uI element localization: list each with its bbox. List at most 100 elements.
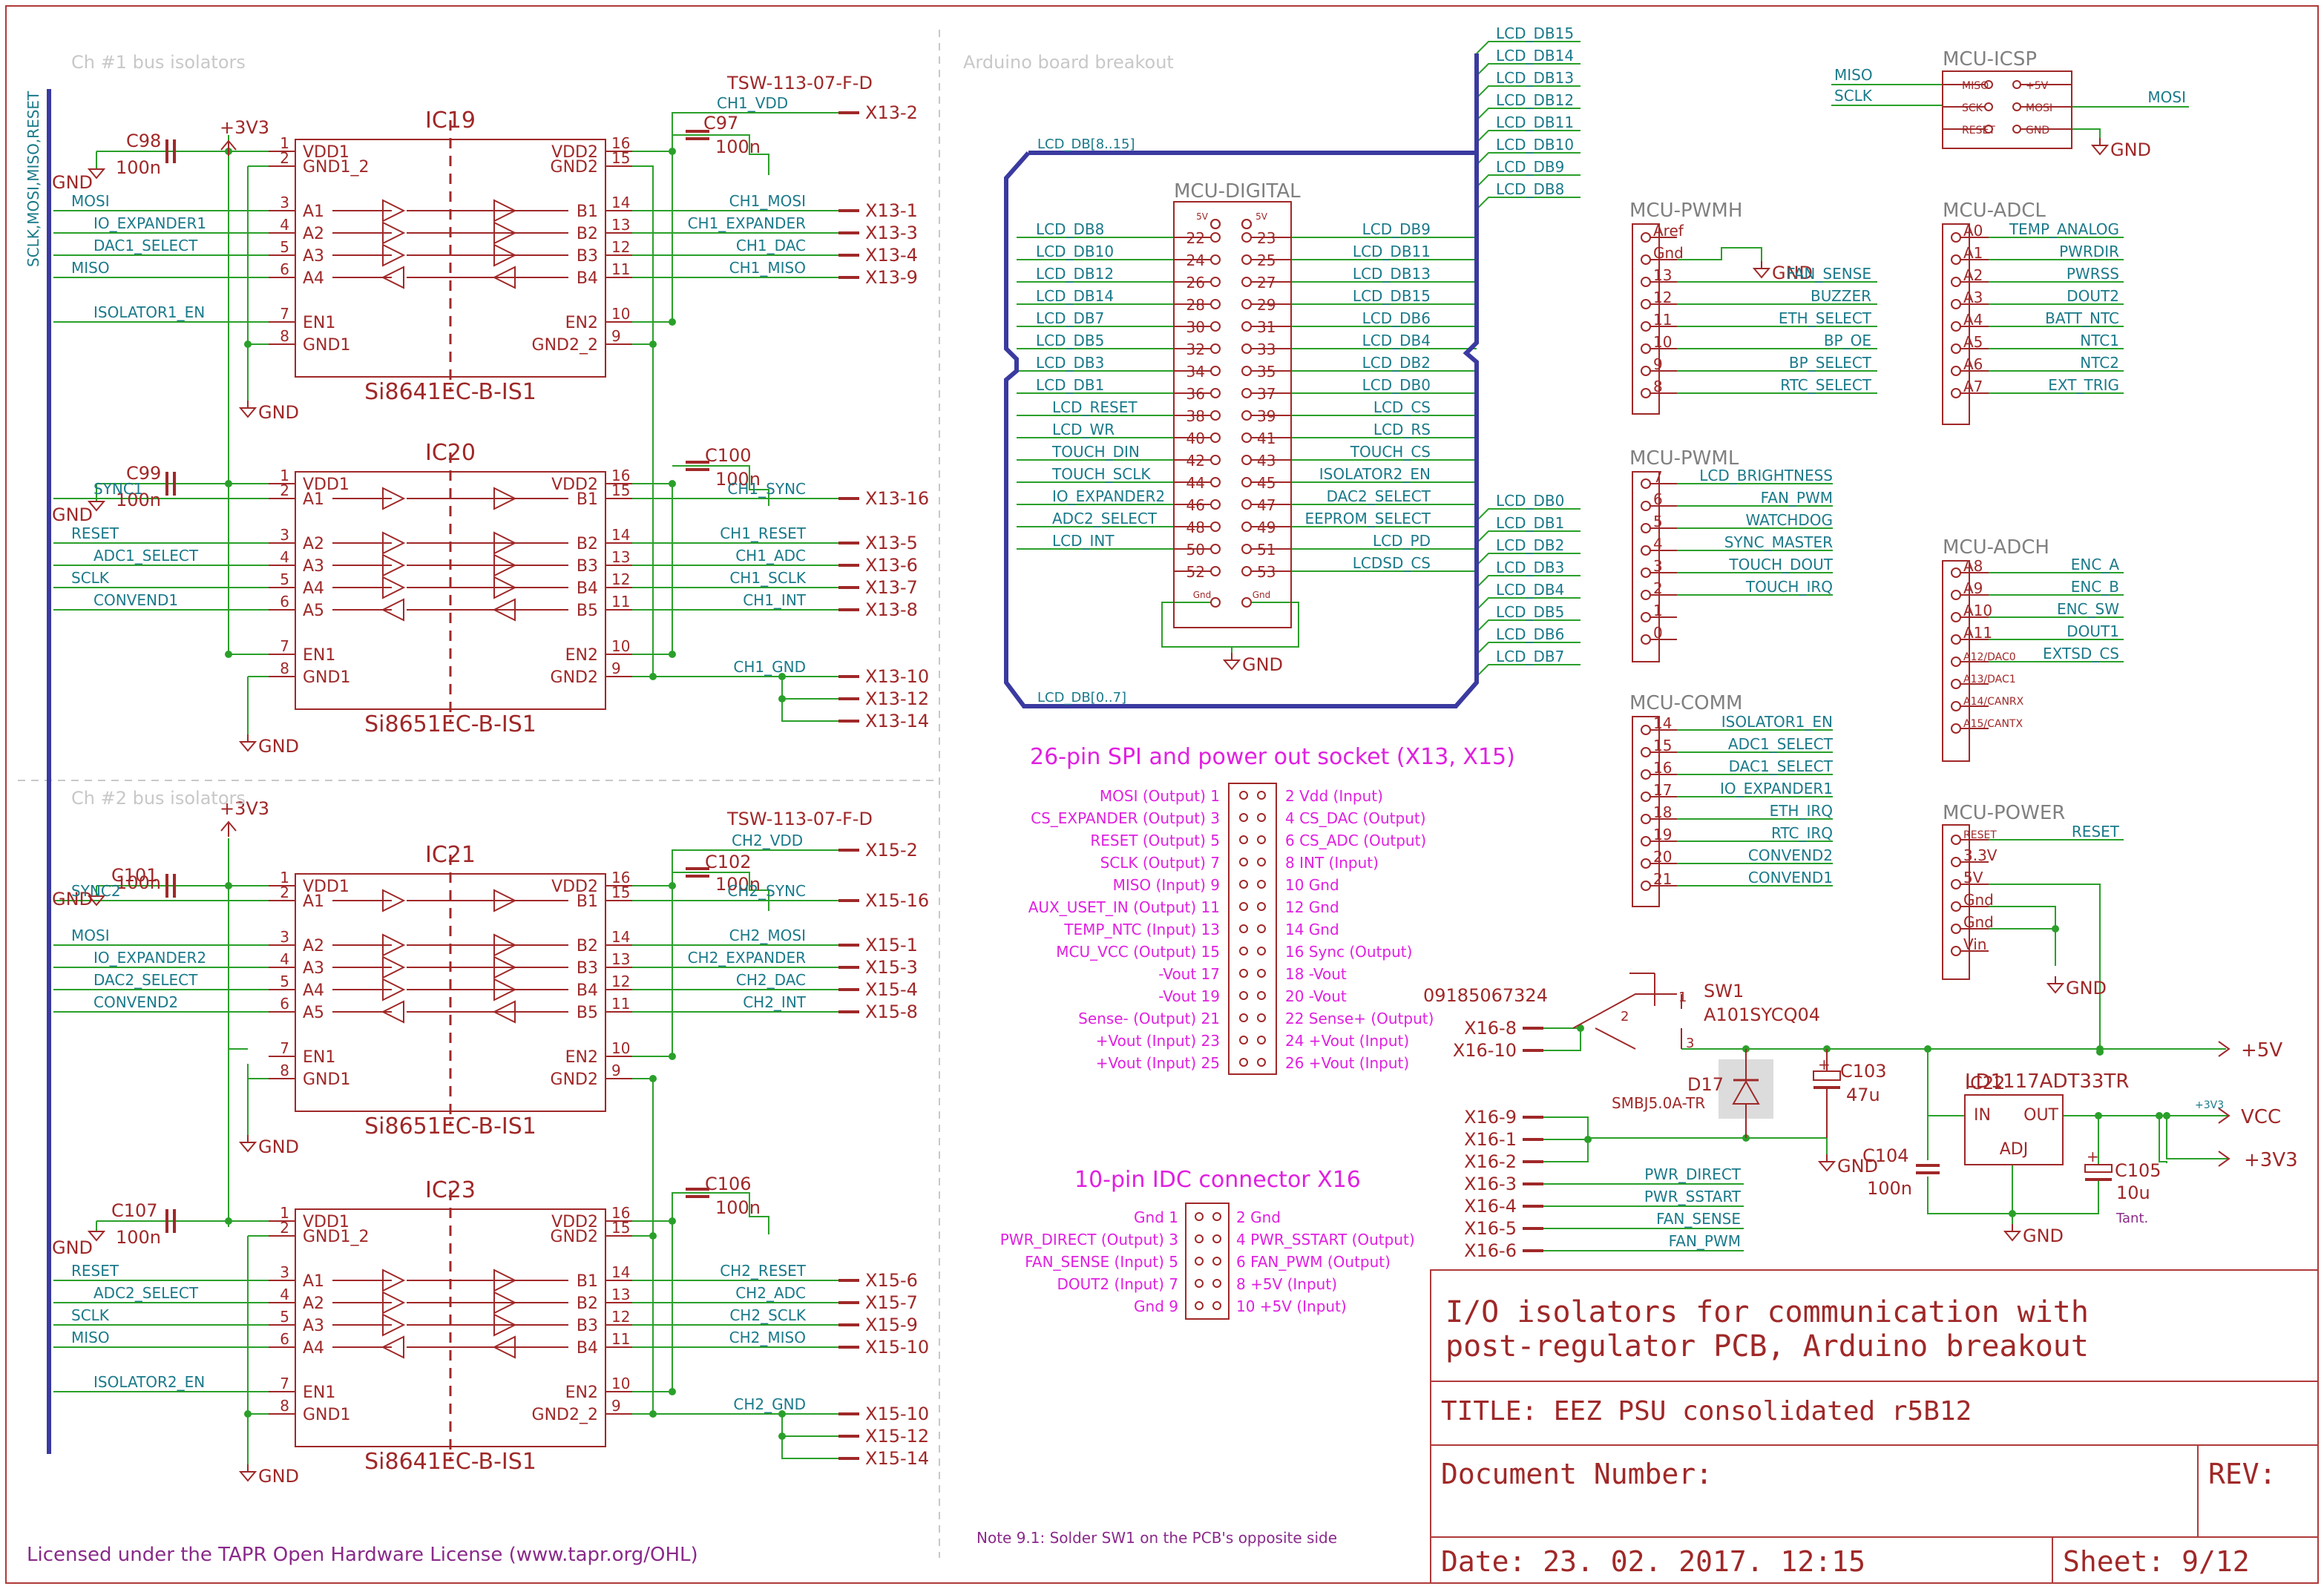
c105-ref: C105 [2115, 1160, 2161, 1181]
buffer-a-icon [382, 221, 406, 245]
connector-label: X15-2 [865, 840, 918, 861]
sw1-pin: 3 [1686, 1036, 1694, 1051]
net-label: SCLK [71, 1306, 110, 1324]
pin-number: 44 [1186, 474, 1205, 492]
pin-circle [1210, 432, 1221, 443]
pin-name: A15/CANTX [1963, 718, 2023, 730]
pin-number: 5 [280, 973, 289, 990]
pin-number: 6 [280, 593, 289, 611]
net-label: CH1_DAC [736, 237, 806, 254]
net-label: CONVEND2 [93, 993, 178, 1011]
pin-name: 21 [1653, 870, 1672, 888]
sw1-ref: SW1 [1704, 981, 1744, 1001]
pin-name: B4 [577, 1339, 598, 1358]
net-label: LCD_DB10 [1036, 243, 1114, 260]
net-label: TOUCH_DIN [1051, 443, 1140, 461]
pin-circle [1210, 566, 1221, 576]
c105-value: 10u [2116, 1182, 2150, 1203]
c105-plate [2084, 1164, 2113, 1173]
net-label: DAC1_SELECT [93, 237, 198, 254]
wire [672, 872, 769, 911]
pin-circle [1257, 924, 1266, 933]
socket26-body [1228, 783, 1277, 1075]
buffer-b-icon [492, 598, 516, 622]
pin-name: GND1_2 [303, 158, 369, 177]
pin-name: SCK [1962, 102, 1983, 114]
net-label: LCD_DB4 [1362, 332, 1431, 349]
wire [1476, 152, 1580, 165]
pin-number: 10 [611, 1039, 630, 1057]
gnd-label: GND [1772, 263, 1813, 283]
pin-circle [1210, 544, 1221, 554]
net-label: LCD_DB12 [1496, 91, 1574, 109]
idc10-right-label: 4 PWR_SSTART (Output) [1236, 1231, 1415, 1248]
ic22-part: LD1117ADT33TR [1965, 1070, 2129, 1093]
pin-circle [1210, 522, 1221, 532]
gnd-label: GND [258, 402, 299, 423]
socket26-right-label: 8 INT (Input) [1285, 854, 1379, 872]
pin-circle [1195, 1279, 1204, 1288]
ic22-pin-in: IN [1974, 1106, 1991, 1125]
pin-name: A3 [303, 1317, 324, 1335]
connector-part: TSW-113-07-F-D [726, 809, 873, 829]
pin-name: A9 [1963, 579, 1983, 597]
pin-name: B4 [577, 981, 598, 1000]
net-label: PWRDIR [2059, 243, 2119, 260]
c97-ref: C97 [703, 113, 738, 134]
net-label: RESET [71, 524, 119, 542]
pin-name: VDD2 [551, 1213, 598, 1231]
net-label: TOUCH_CS [1350, 443, 1431, 461]
pin-number: 2 [280, 1219, 289, 1237]
pin-number: 13 [611, 950, 630, 968]
pin-name: 0 [1653, 624, 1663, 642]
pin-number: 3 [280, 194, 289, 211]
c106-value: 100n [715, 1197, 761, 1218]
pin-name: A5 [1963, 333, 1983, 351]
pin-circle [1239, 991, 1248, 1000]
pin-name: A14/CANRX [1963, 696, 2024, 708]
pin-number: 27 [1257, 274, 1276, 292]
wire [1927, 1049, 1965, 1116]
wires [53, 41, 2229, 1464]
pin-name: 5 [1653, 513, 1663, 530]
net-label: LCD_DB11 [1353, 243, 1431, 260]
pin-circle [1641, 545, 1651, 556]
gnd-label: GND [2110, 139, 2151, 160]
plus3v3-label: +3V3 [2244, 1149, 2298, 1171]
c102-ref: C102 [705, 852, 752, 872]
pin-circle [1195, 1234, 1204, 1243]
vcc-arrow-icon [2218, 1108, 2231, 1124]
ic20-part: Si8651EC-B-IS1 [364, 711, 536, 737]
net-label: LCD_WR [1052, 421, 1115, 438]
pin-name: 3.3V [1963, 846, 1998, 864]
net-label: LCD_DB12 [1036, 265, 1114, 283]
net-label: CH1_EXPANDER [688, 214, 807, 232]
sw1-pin: 1 [1678, 990, 1687, 1005]
mcu-pwmh-title: MCU-PWMH [1629, 200, 1742, 222]
header-label: 5V [1196, 211, 1209, 222]
pin-circle [1641, 501, 1651, 511]
pin-name: GND1 [303, 1070, 350, 1089]
connector-label: X15-12 [865, 1426, 929, 1447]
wire [1476, 530, 1580, 544]
socket26-left-label: CS_EXPANDER (Output) 3 [1031, 809, 1220, 827]
buffer-a-icon [381, 266, 404, 289]
pin-circle [1212, 1257, 1221, 1266]
pin-name: MISO [1962, 80, 1989, 92]
wire [1476, 108, 1580, 121]
pin-number: 4 [280, 216, 289, 234]
pin-number: 43 [1257, 452, 1276, 470]
pin-number: 3 [280, 928, 289, 946]
ic23-part: Si8641EC-B-IS1 [364, 1449, 536, 1475]
mcu-pwml-body [1632, 471, 1660, 662]
gnd-label: GND [258, 1136, 299, 1157]
buffer-b-icon [493, 1291, 517, 1315]
pin-number: 9 [611, 1062, 621, 1079]
pin-number: 53 [1257, 563, 1276, 581]
pin-number: 14 [611, 1263, 630, 1281]
pin-number: 8 [280, 659, 289, 677]
socket26-right-label: 22 Sense+ (Output) [1285, 1010, 1434, 1027]
pin-name: B1 [577, 1272, 598, 1291]
pin-circle [1641, 254, 1651, 265]
pin-circle [1210, 388, 1221, 398]
